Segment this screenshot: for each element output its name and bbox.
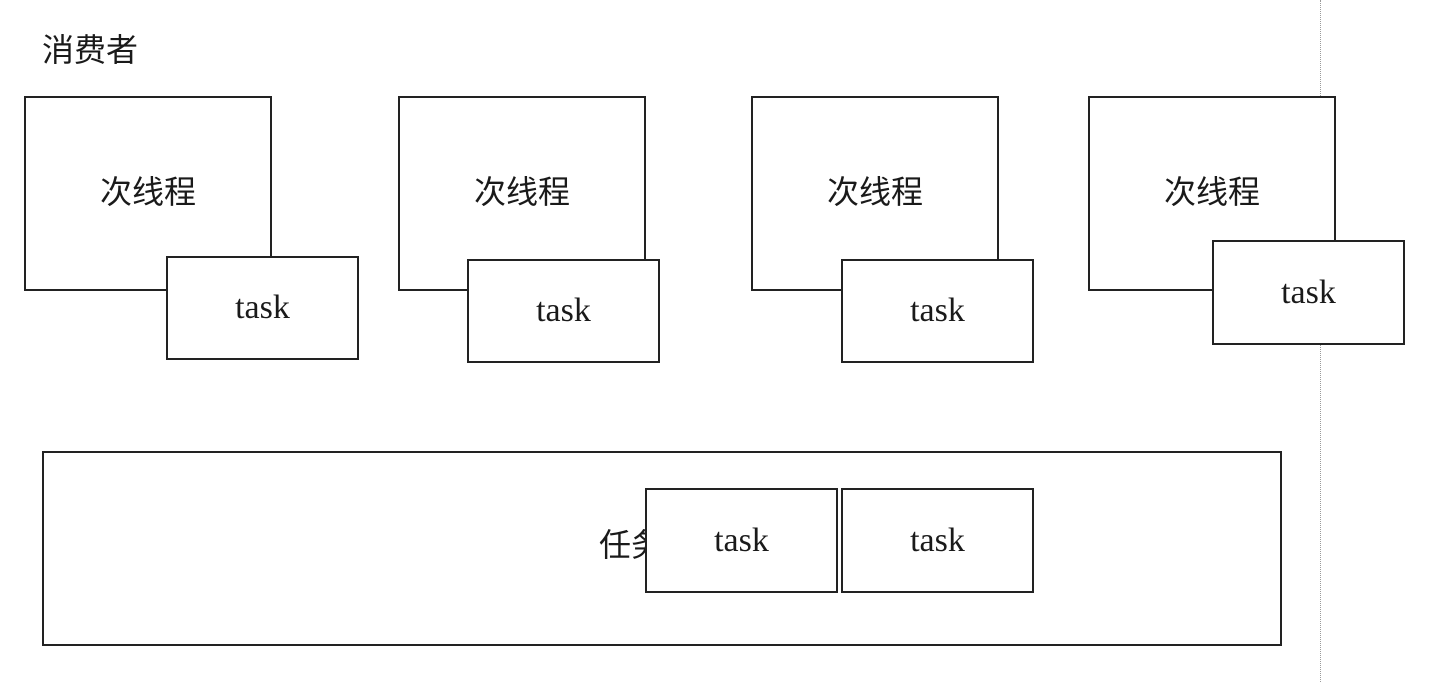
queue-task-2: task bbox=[841, 488, 1034, 593]
thread-task-2: task bbox=[467, 259, 660, 363]
thread-box-2: 次线程 bbox=[398, 96, 646, 291]
consumer-title: 消费者 bbox=[42, 31, 139, 69]
thread-task-4: task bbox=[1212, 240, 1405, 345]
thread-label: 次线程 bbox=[826, 173, 923, 211]
queue-task-1: task bbox=[645, 488, 838, 593]
thread-task-1: task bbox=[166, 256, 359, 360]
thread-task-3: task bbox=[841, 259, 1034, 363]
thread-label: 次线程 bbox=[473, 173, 570, 211]
thread-label: 次线程 bbox=[99, 173, 196, 211]
thread-box-3: 次线程 bbox=[751, 96, 999, 291]
thread-label: 次线程 bbox=[1163, 173, 1260, 211]
